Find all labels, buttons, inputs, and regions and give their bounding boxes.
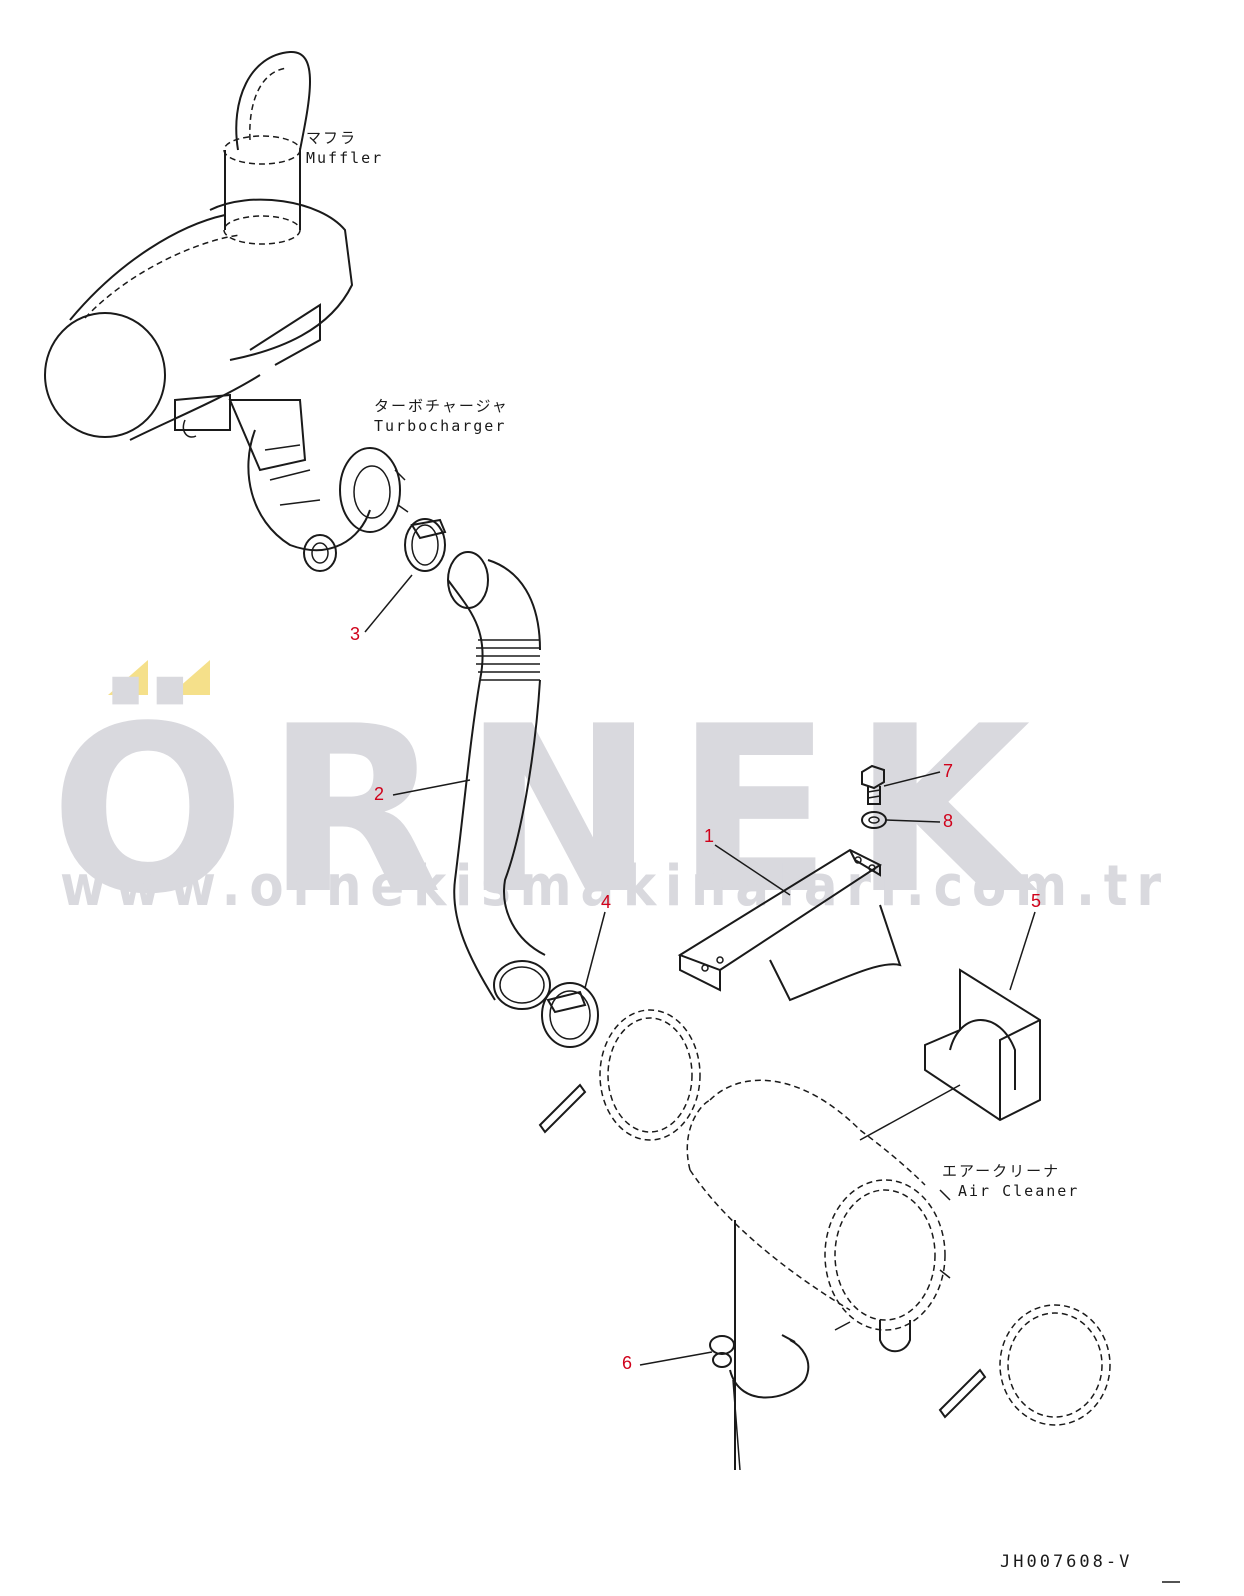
turbocharger-label-jp: ターボチャージャ — [374, 397, 509, 415]
leader-8 — [885, 819, 941, 823]
muffler-drawing — [44, 50, 354, 441]
muffler-label-jp: マフラ — [306, 129, 357, 147]
watermark-accent-right — [170, 660, 210, 695]
part-number-5: 5 — [1031, 891, 1041, 911]
clamp-4-drawing — [541, 982, 599, 1048]
part-numbers: 1 2 3 4 5 6 7 8 — [350, 624, 1041, 1373]
air-cleaner-drawing — [686, 1079, 951, 1353]
leader-1 — [714, 844, 791, 896]
band-left-drawing — [538, 1009, 701, 1141]
bolt-washer-drawing — [861, 764, 887, 829]
part-number-2: 2 — [374, 784, 384, 804]
bracket-1-drawing — [677, 848, 902, 1002]
leader-4 — [584, 911, 606, 989]
part-number-3: 3 — [350, 624, 360, 644]
leader-6 — [639, 1351, 713, 1366]
clamp-3-drawing — [404, 518, 447, 572]
watermark-accent-left — [108, 660, 148, 695]
leader-5 — [1009, 911, 1036, 991]
muffler-label-en: Muffler — [306, 149, 383, 167]
turbocharger-label-en: Turbocharger — [374, 417, 506, 435]
drawing-code: JH007608-V — [1000, 1552, 1132, 1572]
part-number-7: 7 — [943, 761, 953, 781]
hose-2-drawing — [447, 551, 551, 1010]
watermark: ÖRNEK www.ornekismakinalari.com.tr — [50, 660, 1170, 945]
band-right-drawing — [938, 1304, 1111, 1426]
component-labels: マフラ Muffler ターボチャージャ Turbocharger エアークリー… — [306, 129, 1079, 1200]
part-number-6: 6 — [622, 1353, 632, 1373]
leader-3 — [364, 574, 413, 633]
watermark-brand: ÖRNEK — [50, 676, 1050, 945]
watermark-url: www.ornekismakinalari.com.tr — [60, 854, 1170, 919]
air-cleaner-label-jp: エアークリーナ — [942, 1162, 1060, 1180]
part-number-4: 4 — [601, 892, 611, 912]
leader-2 — [392, 779, 471, 796]
turbocharger-drawing — [228, 399, 409, 572]
leader-5b — [859, 1084, 961, 1141]
sensor-6-drawing — [709, 1220, 810, 1471]
part-number-8: 8 — [943, 811, 953, 831]
air-cleaner-label-en: Air Cleaner — [958, 1182, 1079, 1200]
part-number-1: 1 — [704, 826, 714, 846]
leader-lines — [364, 574, 1036, 1366]
pad-5-drawing — [924, 968, 1041, 1122]
leader-7 — [883, 771, 941, 787]
